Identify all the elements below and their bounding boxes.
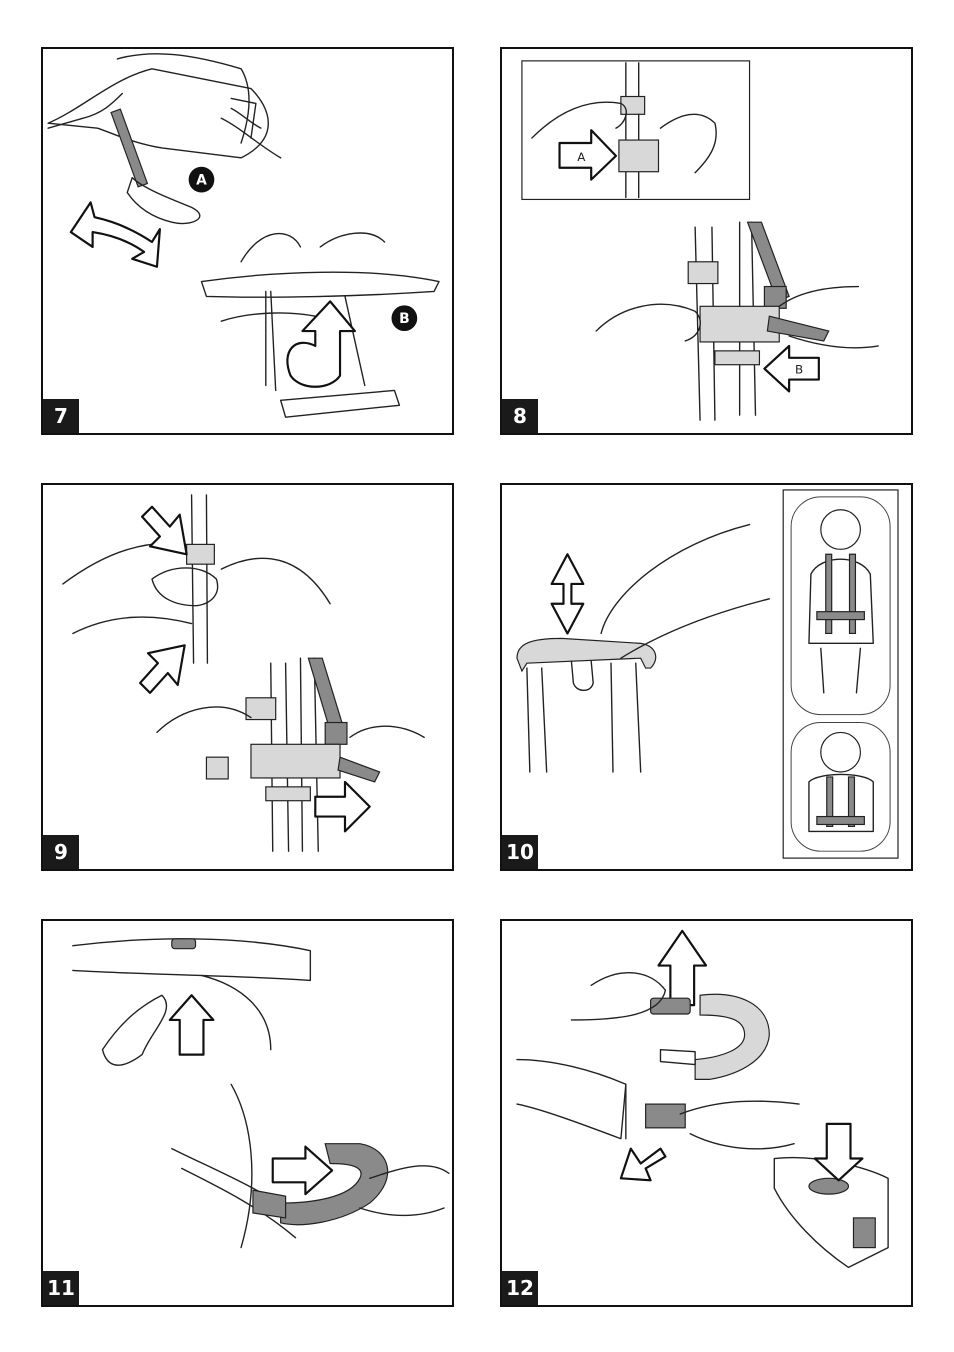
illustration-seat-adjustment: A B (43, 49, 452, 433)
illustration-bumper-bar-attach (43, 921, 452, 1305)
callout-a-text: A (196, 173, 207, 189)
lift-up-arrow-icon (659, 931, 707, 1005)
instruction-panel-9: 9 (41, 483, 454, 871)
callout-b-text: B (399, 311, 410, 327)
panel-number-9: 9 (43, 835, 79, 869)
instruction-panel-10: 10 (500, 483, 913, 871)
panel-number-7: 7 (43, 399, 79, 433)
panel-number-11: 11 (43, 1271, 79, 1305)
push-arrow-b-icon (764, 346, 818, 392)
illustration-harness-release (43, 485, 452, 869)
push-up-arrow-icon (170, 995, 214, 1054)
illustration-bumper-bar-remove (502, 921, 911, 1305)
panel-number-12: 12 (502, 1271, 538, 1305)
latch-clip (646, 1104, 686, 1128)
pull-out-arrow-icon (621, 1149, 666, 1181)
illustration-harness-height (502, 485, 911, 869)
instruction-panel-11: 11 (41, 919, 454, 1307)
instruction-panel-7: A B 7 (41, 47, 454, 435)
bumper-bar (281, 1144, 388, 1225)
press-down-arrow-icon (142, 507, 187, 555)
label-b: B (795, 363, 803, 377)
pull-arrow-icon (315, 782, 369, 831)
label-a: A (577, 150, 586, 164)
press-up-arrow-icon (140, 645, 185, 693)
child-head-back (821, 732, 861, 772)
up-down-arrow-icon (552, 554, 584, 633)
panel-number-8: 8 (502, 399, 538, 433)
press-button (809, 1178, 849, 1194)
insert-arrow-icon (273, 1147, 332, 1195)
bumper-bar-removed (695, 994, 769, 1079)
child-head-front (821, 510, 861, 550)
instruction-panel-8: A B 8 (500, 47, 913, 435)
instruction-panel-12: 12 (500, 919, 913, 1307)
illustration-harness-fasten: A B (502, 49, 911, 433)
release-button (172, 939, 196, 949)
panel-number-10: 10 (502, 835, 538, 869)
press-down-arrow-icon (815, 1124, 863, 1180)
